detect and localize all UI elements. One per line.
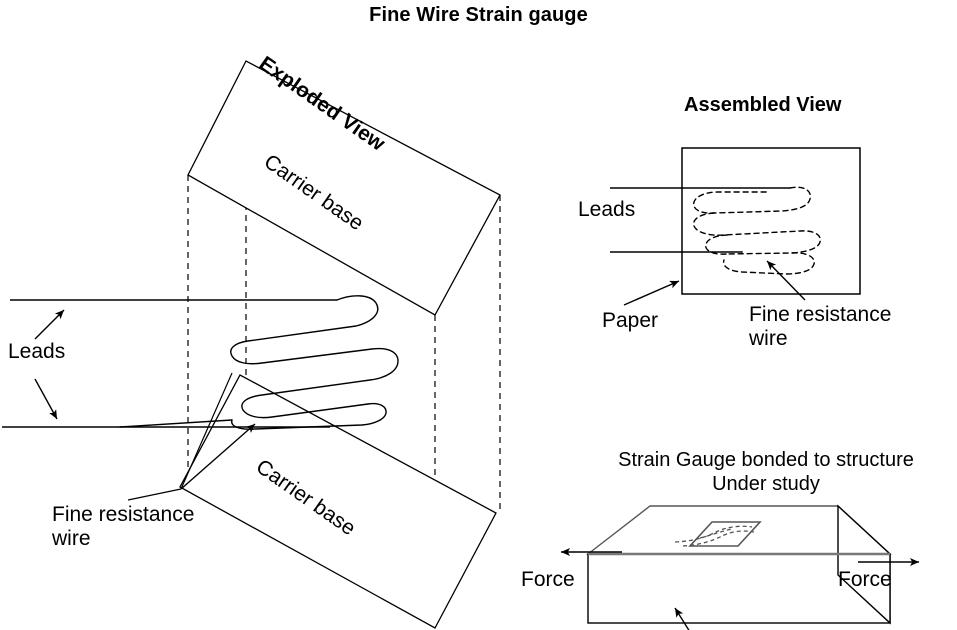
structure-bottom-callout-arrow	[674, 607, 690, 630]
carrier-base-bottom-sheet	[179, 374, 497, 629]
structure-right-face	[837, 504, 891, 625]
fine-resistance-wire-line-2: wire	[52, 526, 91, 550]
assembled-fine-resistance-wire-line-2: wire	[749, 326, 788, 350]
bonded-structure-caption-line-2: Under study	[712, 473, 820, 495]
gauge-patch-wire	[674, 525, 755, 547]
bonded-structure-group	[561, 504, 919, 630]
assembled-view-leads-label: Leads	[578, 198, 636, 221]
fine-resistance-wire-serpentine-exploded	[119, 295, 399, 430]
assembled-view-heading: Assembled View	[684, 94, 842, 116]
bonded-structure-caption: Strain Gauge bonded to structure Under s…	[578, 448, 954, 496]
page-title: Fine Wire Strain gauge	[369, 4, 588, 26]
bonded-structure-caption-line-1: Strain Gauge bonded to structure	[618, 449, 914, 471]
fine-resistance-wire-line-1: Fine resistance	[52, 503, 195, 526]
fine-resistance-wire-callout-leader	[180, 372, 233, 490]
paper-label: Paper	[602, 309, 659, 332]
fine-resistance-wire-serpentine-assembled	[693, 186, 821, 275]
carrier-base-top-sheet	[187, 60, 501, 316]
paper-carrier-rectangle	[681, 147, 861, 295]
force-left-label: Force	[521, 568, 575, 591]
leads-callout-arrow-lower	[34, 378, 58, 420]
assembled-fine-resistance-wire-line-1: Fine resistance	[749, 303, 892, 326]
fine-resistance-wire-callout-stem	[127, 488, 182, 501]
exploded-view-connector-lines	[187, 61, 501, 628]
assembled-fine-resistance-wire-callout-arrow	[766, 260, 806, 301]
assembled-view-fine-resistance-wire-label: Fine resistance wire	[749, 303, 891, 351]
assembled-view-group	[610, 147, 861, 306]
paper-callout-arrow	[623, 280, 680, 306]
exploded-view-fine-resistance-wire-label: Fine resistance wire	[52, 503, 194, 551]
fine-resistance-wire-callout-arrow	[180, 423, 256, 490]
leads-callout-arrow-upper	[34, 309, 65, 340]
exploded-view-group	[2, 60, 501, 629]
exploded-view-leads-label: Leads	[8, 340, 66, 363]
force-right-label: Force	[838, 568, 892, 591]
